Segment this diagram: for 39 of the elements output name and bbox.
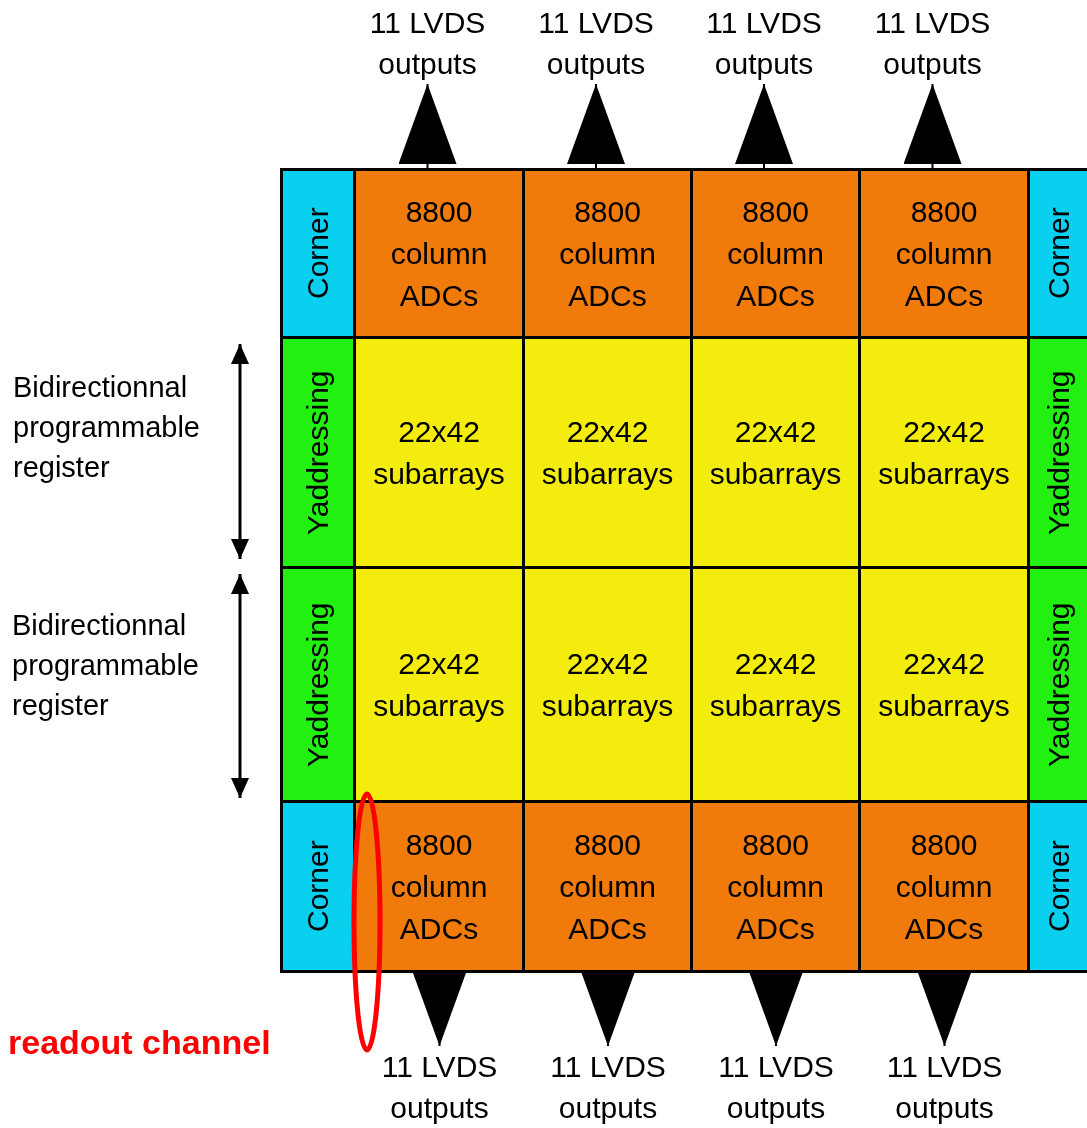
subarray-block: 22x42 subarrays xyxy=(858,336,1030,569)
output-arrow xyxy=(735,83,793,169)
corner-block: Corner xyxy=(280,800,356,973)
subarray-block: 22x42 subarrays xyxy=(522,566,693,803)
adc-block: 8800 column ADCs xyxy=(522,800,693,973)
output-label: 11 LVDS outputs xyxy=(701,1046,851,1128)
addressing-block: Yaddressing xyxy=(1027,566,1087,803)
adc-block: 8800 column ADCs xyxy=(858,168,1030,339)
corner-block: Corner xyxy=(280,168,356,339)
corner-block: Corner xyxy=(1027,800,1087,973)
register-label: Bidirectionnal programmable register xyxy=(13,370,201,485)
subarray-block: 22x42 subarrays xyxy=(690,566,861,803)
register-label: Bidirectionnal programmable register xyxy=(12,608,200,723)
output-label: 11 LVDS outputs xyxy=(857,2,1008,84)
adc-block: 8800 column ADCs xyxy=(522,168,693,339)
output-label: 11 LVDS outputs xyxy=(689,2,839,84)
callout-label: readout channel xyxy=(8,1022,272,1062)
adc-block: 8800 column ADCs xyxy=(353,800,525,973)
output-label: 11 LVDS outputs xyxy=(869,1046,1020,1128)
addressing-block: Yaddressing xyxy=(280,336,356,569)
adc-block: 8800 column ADCs xyxy=(353,168,525,339)
adc-block: 8800 column ADCs xyxy=(690,168,861,339)
output-arrow xyxy=(567,83,625,169)
subarray-block: 22x42 subarrays xyxy=(690,336,861,569)
corner-block: Corner xyxy=(1027,168,1087,339)
output-arrow xyxy=(398,83,457,169)
adc-block: 8800 column ADCs xyxy=(690,800,861,973)
subarray-block: 22x42 subarrays xyxy=(522,336,693,569)
subarray-block: 22x42 subarrays xyxy=(858,566,1030,803)
output-label: 11 LVDS outputs xyxy=(533,1046,683,1128)
subarray-block: 22x42 subarrays xyxy=(353,336,525,569)
output-label: 11 LVDS outputs xyxy=(364,1046,515,1128)
output-label: 11 LVDS outputs xyxy=(352,2,503,84)
output-arrow xyxy=(903,83,962,169)
output-label: 11 LVDS outputs xyxy=(521,2,671,84)
addressing-block: Yaddressing xyxy=(280,566,356,803)
adc-block: 8800 column ADCs xyxy=(858,800,1030,973)
subarray-block: 22x42 subarrays xyxy=(353,566,525,803)
addressing-block: Yaddressing xyxy=(1027,336,1087,569)
